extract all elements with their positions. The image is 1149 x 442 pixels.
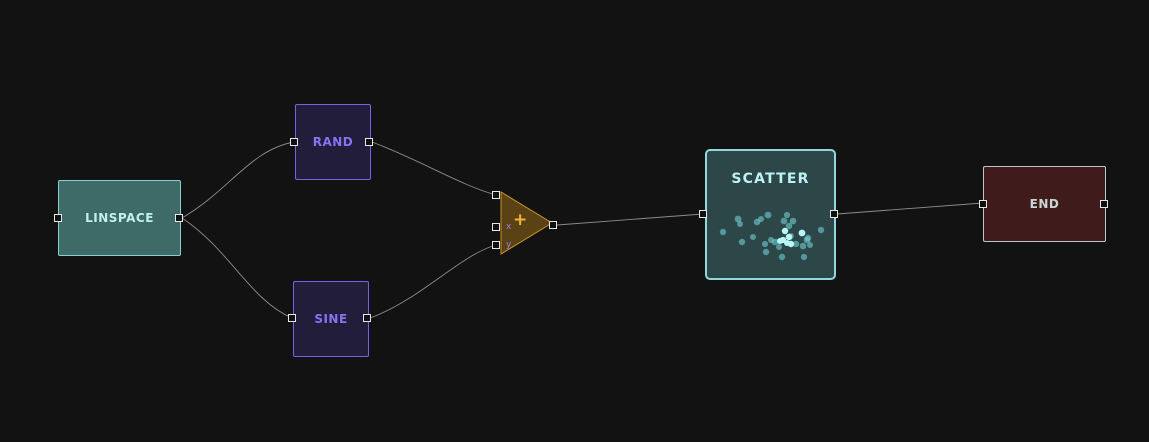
add-node[interactable] [500,191,553,255]
edge-sine-add [369,244,497,319]
scatter-point [784,240,790,246]
rand-input-port[interactable] [290,138,298,146]
linspace-output-port[interactable] [175,214,183,222]
add-input-port-top[interactable] [492,191,500,199]
edge-add-scatter [556,213,704,226]
scatter-point [799,242,807,250]
scatter-point [771,238,779,246]
edge-linspace-rand [181,141,295,219]
add-input-port-y[interactable] [492,241,500,249]
edge-scatter-end [836,202,984,215]
scatter-point [798,229,806,237]
linspace-input-port[interactable] [54,214,62,222]
rand-output-port[interactable] [365,138,373,146]
scatter-point [785,222,793,230]
scatter-point [750,234,756,240]
linspace-label: LINSPACE [85,211,154,225]
scatter-point [738,238,746,246]
scatter-point [785,233,793,241]
scatter-point [776,244,782,250]
scatter-point [800,253,808,261]
end-node[interactable]: END [983,166,1106,242]
sine-input-port[interactable] [288,314,296,322]
rand-node[interactable]: RAND [295,104,371,180]
add-input-x-label: x [506,222,512,232]
add-input-y-label: y [506,240,512,250]
edge-rand-add [371,141,497,196]
scatter-preview [719,211,825,261]
edge-linspace-sine [181,217,293,319]
add-symbol: + [513,210,528,230]
scatter-point [780,217,788,225]
scatter-input-port[interactable] [699,210,707,218]
scatter-point [762,248,770,256]
scatter-point [789,217,797,225]
sine-output-port[interactable] [363,314,371,322]
scatter-label: SCATTER [731,171,810,187]
add-input-port-x[interactable] [492,223,500,231]
scatter-point [764,211,772,219]
scatter-point [781,227,789,235]
sine-label: SINE [314,312,348,326]
end-label: END [1029,197,1060,211]
scatter-point [761,240,769,248]
scatter-point [734,215,742,223]
scatter-point [719,228,727,236]
scatter-node[interactable]: SCATTER [705,149,836,280]
scatter-point [817,226,825,234]
scatter-output-port[interactable] [830,210,838,218]
add-output-port[interactable] [549,221,557,229]
scatter-point [778,253,786,261]
linspace-node[interactable]: LINSPACE [58,180,181,256]
scatter-point [783,211,791,219]
scatter-point [737,221,743,227]
end-output-port[interactable] [1100,200,1108,208]
scatter-point [777,238,783,244]
scatter-point [804,234,812,242]
sine-node[interactable]: SINE [293,281,369,357]
scatter-point [807,242,813,248]
rand-label: RAND [312,135,354,149]
end-input-port[interactable] [979,200,987,208]
scatter-point [792,240,800,248]
scatter-point [758,216,764,222]
